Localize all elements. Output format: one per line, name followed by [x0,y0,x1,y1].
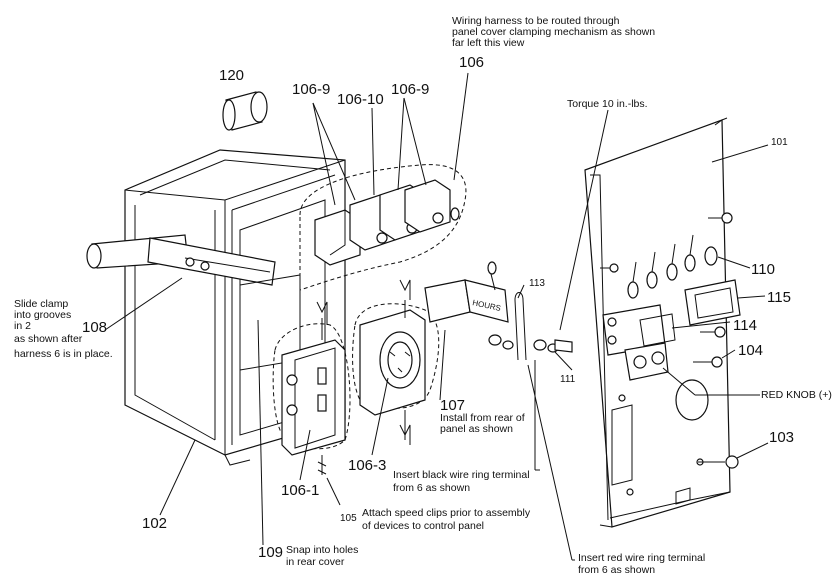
svg-text:far left this view: far left this view [452,37,525,49]
callout-113: 113 [529,278,545,289]
callout-108: 108 [82,319,107,336]
svg-text:from 6 as shown: from 6 as shown [393,482,470,494]
callout-107: 107 [440,397,465,414]
callout-109: 109 [258,544,283,561]
callout-106-10: 106-10 [337,91,384,108]
note-install: Install from rear of panel as shown [440,412,525,435]
part-109-rear-cover [239,274,301,371]
svg-text:Snap into holes: Snap into holes [286,544,358,556]
svg-text:Slide clamp: Slide clamp [14,298,68,310]
speed-clips [316,279,411,445]
note-torque: Torque 10 in.-lbs. [567,98,648,110]
note-black-wire: Insert black wire ring terminal from 6 a… [393,469,530,494]
note-speed-clips: Attach speed clips prior to assembly of … [362,507,531,532]
svg-text:panel cover clamping mechanism: panel cover clamping mechanism as shown [452,26,655,38]
callout-103: 103 [769,429,794,446]
callout-106: 106 [459,54,484,71]
leader-lines [104,72,769,561]
part-108-slide-clamp [86,234,276,286]
svg-text:in rear cover: in rear cover [286,556,345,568]
part-113-terminal-hardware [488,292,573,361]
callout-106-9b: 106-9 [391,81,429,98]
callout-115: 115 [767,289,791,306]
svg-text:Install from rear of: Install from rear of [440,412,525,424]
part-120-plug [222,91,268,131]
callout-111: 111 [560,374,576,385]
part-106-1-gfci [272,318,351,475]
part-115-rocker-switch [684,279,741,326]
svg-text:of devices to control panel: of devices to control panel [362,520,484,532]
panel-switch-row [627,234,718,299]
note-snap: Snap into holes in rear cover [286,544,358,568]
svg-text:Insert black wire ring termina: Insert black wire ring terminal [393,469,530,481]
callout-120: 120 [219,67,244,84]
callout-106-9a: 106-9 [292,81,330,98]
callout-101: 101 [771,137,788,148]
callout-104: 104 [738,342,763,359]
part-106-breaker-group [299,164,467,291]
part-106-3-receptacle [352,300,440,440]
svg-text:as shown after: as shown after [14,333,83,345]
note-slide-clamp: Slide clamp into grooves in 2 as shown a… [14,298,113,360]
svg-text:Insert red wire ring terminal: Insert red wire ring terminal [578,552,705,564]
note-red-knob: RED KNOB (+) [761,389,832,401]
svg-text:from 6 as shown: from 6 as shown [578,564,655,576]
callout-110: 110 [751,261,775,278]
svg-text:harness 6 is in place.: harness 6 is in place. [14,348,113,360]
breaker-1 [314,209,361,266]
note-wiring-harness: Wiring harness to be routed through pane… [452,15,655,49]
svg-text:panel as shown: panel as shown [440,423,513,435]
part-callouts: 120 106-9 106-10 106-9 106 101 110 115 1… [82,54,794,561]
svg-text:Attach speed clips prior to as: Attach speed clips prior to assembly [362,507,531,519]
callout-106-1: 106-1 [281,482,319,499]
callout-102: 102 [142,515,167,532]
callout-106-3: 106-3 [348,457,386,474]
part-107-hour-meter: HOURS [424,261,509,323]
assembly-notes: Wiring harness to be routed through pane… [14,15,832,576]
svg-text:Wiring harness to be routed th: Wiring harness to be routed through [452,15,620,27]
callout-114: 114 [733,317,757,334]
screws-103-104 [600,212,739,469]
callout-105: 105 [340,513,357,524]
breaker-4 [404,179,460,233]
note-red-wire: Insert red wire ring terminal from 6 as … [578,552,705,576]
svg-text:in 2: in 2 [14,320,31,332]
svg-text:into grooves: into grooves [14,309,71,321]
part-114-rocker-switch [602,304,676,356]
red-knob [624,342,669,381]
